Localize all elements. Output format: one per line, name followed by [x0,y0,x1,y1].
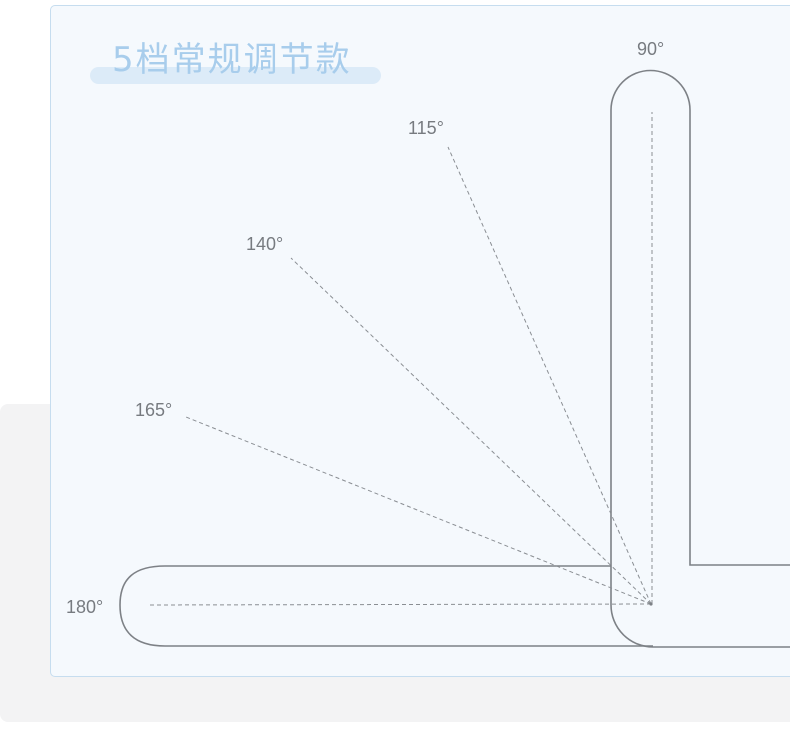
flat-backrest-outline [119,565,653,647]
angle-label-180: 180° [66,597,103,617]
angle-line-165 [185,416,652,605]
diagram-title: 5档常规调节款 [112,40,352,80]
pivot-point [649,602,653,606]
diagram-card [50,5,790,677]
angle-label-140: 140° [246,234,283,254]
angle-line-180 [149,603,652,606]
angle-line-140 [290,257,652,605]
title-highlight [90,67,381,84]
angle-label-90: 90° [637,39,664,59]
angle-line-115 [447,146,652,605]
upright-backrest-outline [610,69,790,648]
angle-label-165: 165° [135,400,172,420]
angle-label-115: 115° [408,118,444,138]
